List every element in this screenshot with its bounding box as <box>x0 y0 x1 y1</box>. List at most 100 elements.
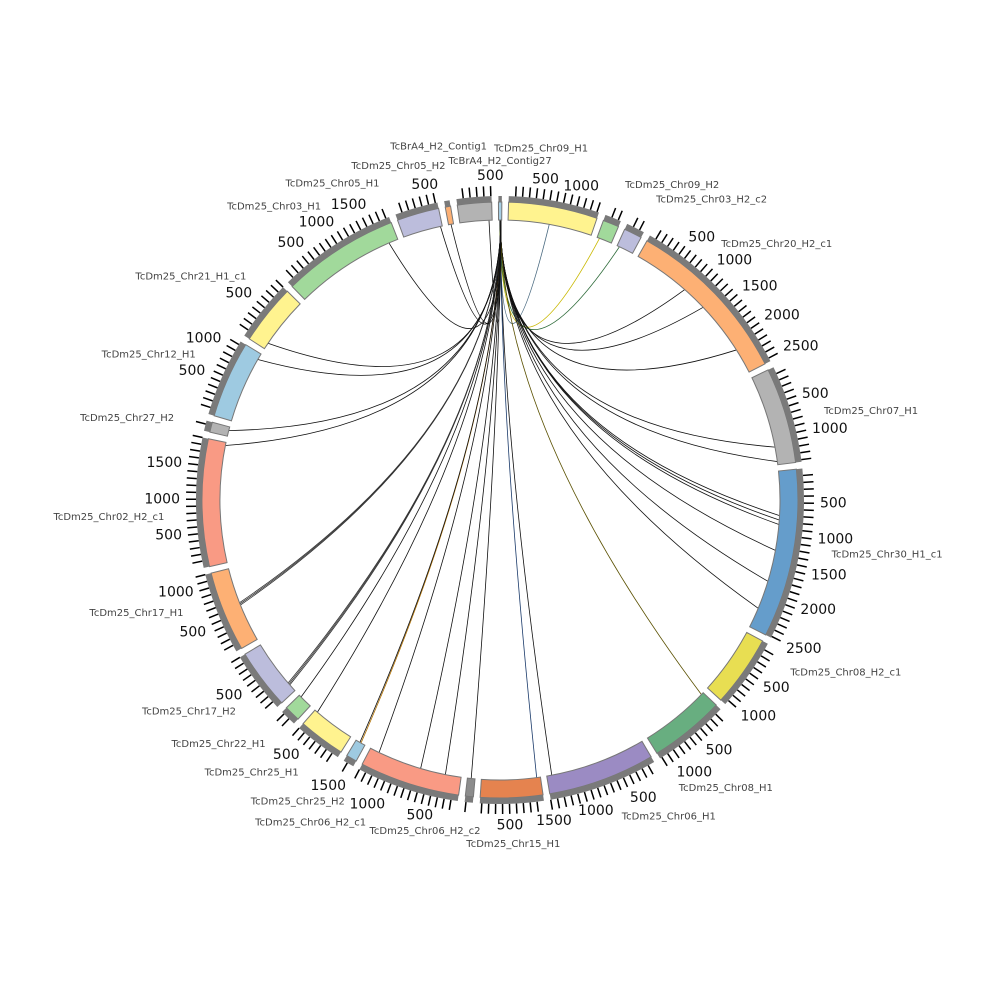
axis-tick <box>242 674 252 682</box>
axis-tick <box>192 560 203 564</box>
sector-block <box>479 776 544 799</box>
axis-tick <box>784 388 795 394</box>
axis-tick <box>741 683 751 692</box>
axis-tick <box>186 519 197 522</box>
axis-tick <box>729 293 738 302</box>
axis-tick <box>400 788 405 799</box>
tick-label: 500 <box>278 235 305 251</box>
axis-tick <box>188 455 200 459</box>
axis-tick <box>710 273 719 282</box>
tick-label: 500 <box>406 807 433 823</box>
axis-tick <box>354 769 361 779</box>
tick-label: 500 <box>155 528 182 544</box>
sector-block <box>346 739 366 762</box>
axis-tick <box>562 192 567 203</box>
sector-name-label: TcDm25_Chr30_H1_c1 <box>831 549 943 560</box>
sector-axis-band <box>765 468 804 638</box>
axis-tick <box>790 408 801 414</box>
link-chord <box>378 219 502 753</box>
sector-name-label: TcDm25_Chr03_H1 <box>226 202 321 213</box>
axis-tick <box>753 666 763 674</box>
sector-axis-band <box>205 573 242 652</box>
axis-tick <box>661 756 668 767</box>
tick-label: 500 <box>763 680 790 696</box>
sector-name-label: TcDm25_Chr09_H1 <box>493 143 588 154</box>
sector-axis-band <box>508 196 599 219</box>
sector-axis-band <box>479 794 544 805</box>
axis-tick <box>694 732 703 742</box>
sector-block <box>209 421 231 437</box>
axis-tick <box>441 798 445 809</box>
axis-tick <box>368 214 374 225</box>
axis-tick <box>797 436 808 440</box>
tick-label: 1000 <box>563 178 599 194</box>
sector-block <box>244 644 296 704</box>
sector-block <box>464 777 476 798</box>
axis-tick <box>771 635 781 642</box>
sector-block <box>213 343 262 422</box>
axis-tick <box>611 207 617 218</box>
axis-tick <box>418 196 423 207</box>
axis-tick <box>256 300 266 309</box>
axis-tick <box>360 772 367 782</box>
axis-tick <box>373 778 379 788</box>
axis-tick <box>216 363 227 370</box>
sector <box>285 208 399 301</box>
tick-label: 1000 <box>350 796 386 812</box>
axis-tick <box>577 793 582 804</box>
axis-tick <box>750 322 760 330</box>
axis-tick <box>349 223 356 234</box>
tick-label: 1500 <box>742 279 778 295</box>
tick-label: 1000 <box>717 252 753 268</box>
axis-tick <box>223 644 234 651</box>
axis-tick <box>754 328 764 335</box>
sector <box>195 420 231 437</box>
axis-tick <box>291 727 300 737</box>
tick-label: 500 <box>179 363 206 379</box>
sector-axis-band <box>456 196 492 206</box>
sector <box>479 776 544 814</box>
axis-tick <box>780 616 790 623</box>
axis-tick <box>803 481 814 484</box>
axis-tick <box>270 284 279 293</box>
tick-label: 500 <box>225 286 252 302</box>
sector-axis-band <box>395 202 439 221</box>
axis-tick <box>214 626 225 632</box>
sector-axis-band <box>203 420 213 433</box>
sector-axis-band <box>624 223 644 238</box>
axis-tick <box>803 523 814 526</box>
axis-tick <box>715 278 724 287</box>
sector-axis-band <box>282 707 299 724</box>
axis-tick <box>189 448 201 452</box>
axis-tick <box>705 723 714 732</box>
axis-tick <box>583 791 588 802</box>
sector <box>354 747 462 811</box>
tick-label: 1000 <box>299 214 335 230</box>
link-chord <box>239 219 502 604</box>
sector-name-label: TcDm25_Chr08_H1 <box>678 783 773 794</box>
axis-tick <box>570 795 575 806</box>
sector-name-label: TcDm25_Chr25_H2 <box>250 796 345 807</box>
sector <box>456 186 493 224</box>
tick-label: 1000 <box>741 709 777 725</box>
axis-tick <box>307 251 315 260</box>
sector-axis-band <box>656 705 721 759</box>
axis-tick <box>596 202 601 213</box>
sector-axis-band <box>239 654 282 707</box>
axis-tick <box>768 352 779 359</box>
axis-tick <box>799 550 810 554</box>
sector-name-label: TcBrA4_H2_Contig1 <box>389 141 487 152</box>
axis-tick <box>760 655 770 662</box>
axis-tick <box>536 801 540 812</box>
axis-tick <box>302 736 311 746</box>
axis-tick <box>720 283 729 292</box>
axis-tick <box>325 752 333 763</box>
sector-name-label: TcDm25_Chr12_H1 <box>101 349 196 360</box>
tick-label: 500 <box>706 743 733 759</box>
sector <box>497 195 503 221</box>
axis-tick <box>265 289 275 298</box>
axis-tick <box>199 587 210 592</box>
sector-block <box>444 205 455 226</box>
sector-axis-band <box>464 795 474 803</box>
